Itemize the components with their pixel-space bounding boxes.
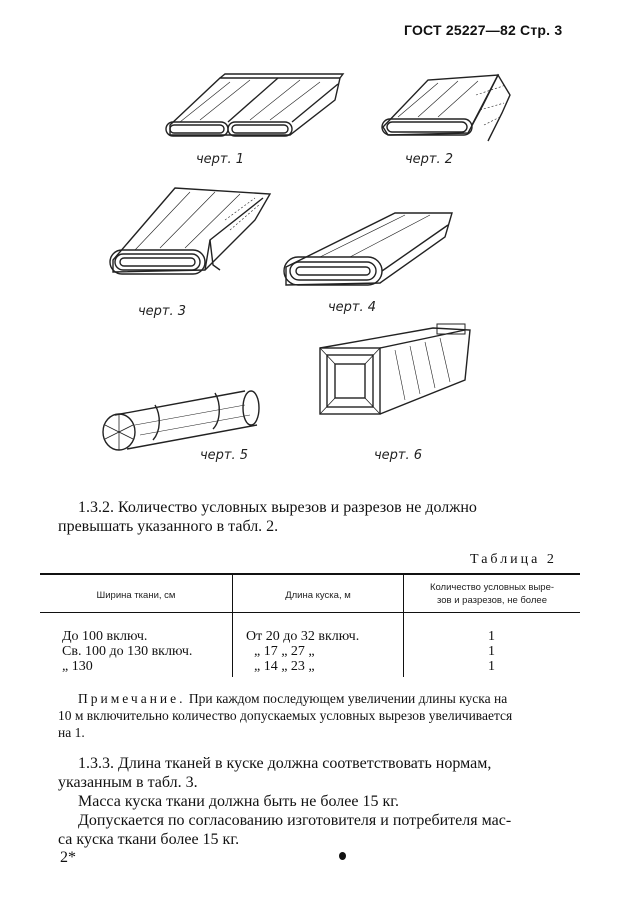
section-1-3-3-line3: Масса куска ткани должна быть не более 1… [78, 793, 399, 810]
table-row-2-length: „ 17 „ 27 „ [254, 644, 315, 659]
figure-2-drawing [381, 73, 511, 142]
section-1-3-2-line1: 1.3.2. Количество условных вырезов и раз… [78, 499, 477, 516]
section-1-3-2-line2: превышать указанного в табл. 2. [58, 518, 279, 535]
figure-6-caption: черт. 6 [374, 448, 423, 463]
figure-4-caption: черт. 4 [328, 300, 377, 315]
figure-6-drawing [319, 323, 471, 415]
figure-3-caption: черт. 3 [138, 304, 187, 319]
figure-2-caption: черт. 2 [405, 152, 454, 167]
page-header: ГОСТ 25227—82 Стр. 3 [404, 22, 563, 38]
section-1-3-3-line5: са куска ткани более 15 кг. [58, 831, 240, 848]
table-note-label: Примечание. [78, 691, 186, 706]
table-note-line3: на 1. [58, 725, 85, 740]
table-row-2-count: 1 [488, 644, 495, 659]
table-column-divider-1 [232, 575, 233, 677]
figure-1-drawing [165, 73, 345, 137]
figure-3-drawing [109, 187, 272, 275]
table-row-3-length: „ 14 „ 23 „ [254, 659, 315, 674]
table-header-count-line1: Количество условных выре- [429, 582, 555, 593]
table-row-2-width: Св. 100 до 130 включ. [62, 644, 193, 659]
table-note-text-1: При каждом последующем увеличении длины … [185, 691, 508, 706]
table-note-line2: 10 м включительно количество допускаемых… [58, 708, 513, 723]
table-header-length: Длина куска, м [285, 590, 351, 601]
table-row-1-count: 1 [488, 629, 495, 644]
section-1-3-3-line2: указанным в табл. 3. [58, 774, 198, 791]
section-1-3-3-line4: Допускается по согласованию изготовителя… [78, 812, 512, 829]
table-column-divider-2 [403, 575, 404, 677]
figure-1-caption: черт. 1 [196, 152, 245, 167]
figure-5-caption: черт. 5 [200, 448, 249, 463]
table-row-1-length: От 20 до 32 включ. [246, 629, 360, 644]
table-row-3-width: „ 130 [62, 659, 93, 674]
table-2-title: Таблица 2 [470, 552, 557, 567]
page-signature-mark: 2* [60, 849, 76, 866]
figure-4-drawing [283, 212, 453, 286]
table-header-rule [40, 612, 580, 613]
table-row-1-width: До 100 включ. [62, 629, 148, 644]
table-header-count-line2: зов и разрезов, не более [437, 595, 547, 606]
table-note-line1: Примечание. При каждом последующем увели… [78, 690, 507, 707]
ink-dot [339, 852, 346, 860]
section-1-3-3-line1: 1.3.3. Длина тканей в куске должна соотв… [78, 755, 492, 772]
figure-5-drawing [102, 390, 260, 451]
table-header-width: Ширина ткани, см [96, 590, 176, 601]
table-row-3-count: 1 [488, 659, 495, 674]
table-top-rule [40, 573, 580, 575]
